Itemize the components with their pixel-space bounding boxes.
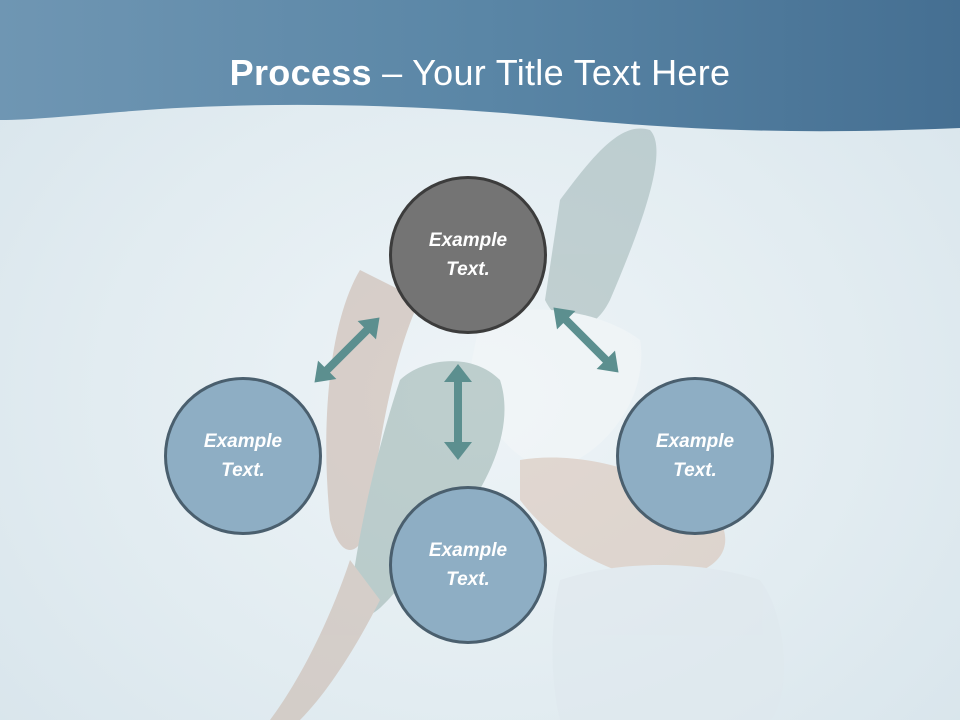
process-node-right: Example Text. <box>616 377 774 535</box>
node-label: Example Text. <box>428 540 508 590</box>
arrow-vertical <box>444 364 472 460</box>
arrow-top-left <box>314 317 380 383</box>
slide-title: Process – Your Title Text Here <box>0 52 960 94</box>
title-rest: – Your Title Text Here <box>371 52 731 93</box>
header-banner <box>0 0 960 132</box>
title-bold: Process <box>229 52 372 93</box>
process-node-top: Example Text. <box>389 176 547 334</box>
node-label: Example Text. <box>655 431 735 481</box>
node-label: Example Text. <box>203 431 283 481</box>
arrow-top-right <box>553 307 619 373</box>
node-label: Example Text. <box>428 230 508 280</box>
process-node-bottom: Example Text. <box>389 486 547 644</box>
process-node-left: Example Text. <box>164 377 322 535</box>
